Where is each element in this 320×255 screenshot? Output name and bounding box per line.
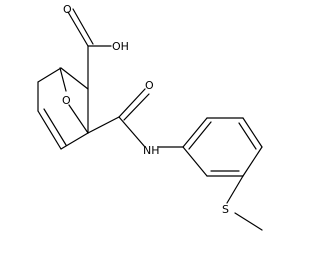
bond-bridge-left xyxy=(59,67,67,92)
bond-c5-c4 xyxy=(60,132,89,150)
bond-ring-3 xyxy=(242,117,263,148)
bond-amide-c-c xyxy=(87,116,120,134)
bond-c6-c5-double xyxy=(43,108,67,146)
atom-label-amide-o: O xyxy=(145,79,154,92)
bond-bridge-right xyxy=(68,104,89,134)
bond-amide-co-double xyxy=(123,93,150,121)
bond-ring-3-double xyxy=(238,122,257,150)
molecule-structure: OH O O O NH S xyxy=(37,3,263,231)
bond-acid-co xyxy=(67,11,89,47)
bond-acid-co-double xyxy=(72,8,94,45)
bond-ring-s xyxy=(226,175,244,204)
atom-label-oh: OH xyxy=(112,40,129,53)
bond-c1-c2 xyxy=(37,67,62,83)
atom-label-nh: NH xyxy=(143,144,160,157)
bond-c6-c5 xyxy=(37,110,62,150)
atom-label-bridge-o: O xyxy=(62,94,71,107)
bond-c3-c2 xyxy=(60,67,89,90)
bond-ring-1 xyxy=(182,117,208,148)
atom-label-s: S xyxy=(222,203,229,216)
bond-amide-co xyxy=(118,88,146,118)
bond-ring-4 xyxy=(242,146,263,177)
bond-ring-1-double xyxy=(188,121,212,150)
bond-amide-cn xyxy=(118,116,146,148)
structure-canvas: OH O O O NH S xyxy=(37,3,263,231)
bond-ring-6 xyxy=(182,146,208,177)
atom-label-acid-o: O xyxy=(63,3,72,16)
bond-s-methyl xyxy=(234,212,263,231)
